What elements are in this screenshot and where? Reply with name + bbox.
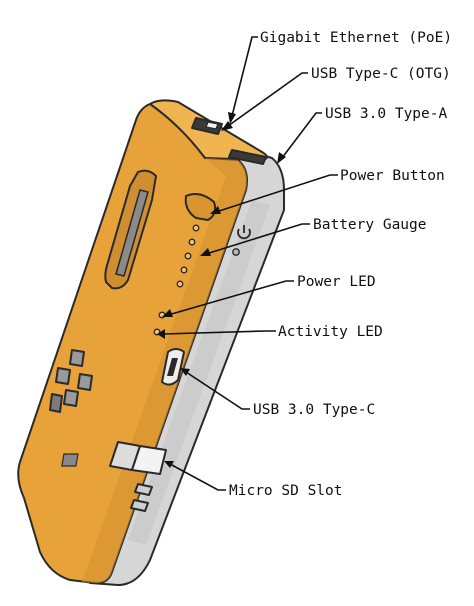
battery-gauge-led [176,280,184,288]
callout-labels: Gigabit Ethernet (PoE) USB Type-C (OTG) … [229,30,452,499]
leader-battery-gauge [205,223,310,255]
leader-usb3-type-c [185,371,250,410]
label-usb-c-otg: USB Type-C (OTG) [311,66,451,82]
power-icon [237,225,251,240]
leader-usb3-type-a [281,112,322,159]
battery-gauge-led [180,266,188,274]
micro-sd-window [61,453,79,467]
arrow-power-button [210,206,221,214]
leader-usb-c-otg [227,72,308,127]
leader-power-led [167,280,294,316]
leader-power-button [215,174,338,213]
label-micro-sd-slot: Micro SD Slot [229,483,343,499]
leader-gigabit-ethernet [231,36,258,117]
usb3-type-c-port-inner [167,358,178,376]
arrow-gigabit-ethernet [228,112,236,124]
label-usb3-type-c: USB 3.0 Type-C [253,402,375,418]
arrow-usb-c-otg [221,121,233,131]
side-vent-1 [134,483,153,496]
side-vent-2 [130,499,149,512]
label-gigabit-ethernet: Gigabit Ethernet (PoE) [260,30,452,46]
label-battery-gauge: Battery Gauge [313,217,427,233]
battery-gauge-led [184,252,192,260]
arrow-usb3-type-a [277,152,286,164]
display-window-inner [115,189,149,277]
arrow-activity-led [157,329,165,339]
battery-gauge-leds [176,224,200,288]
leader-micro-sd-slot [169,463,226,491]
usb3-type-a-port [228,149,267,165]
label-usb3-type-a: USB 3.0 Type-A [325,106,447,122]
device-front-bevel [135,103,151,121]
label-power-led: Power LED [297,274,376,290]
device-body [17,99,285,586]
arrow-battery-gauge [200,248,211,256]
usb-c-otg-port [205,121,219,130]
leader-lines [157,36,338,491]
reset-hole [232,248,240,256]
battery-gauge-led [188,238,196,246]
label-power-button: Power Button [340,168,445,184]
micro-sd-card [131,445,167,475]
label-activity-led: Activity LED [278,324,383,340]
arrow-usb3-type-c [180,368,190,376]
battery-gauge-led [192,224,200,232]
arrow-power-led [162,309,173,317]
dpad [49,349,93,413]
leader-activity-led [162,330,276,335]
arrow-micro-sd-slot [164,461,174,468]
